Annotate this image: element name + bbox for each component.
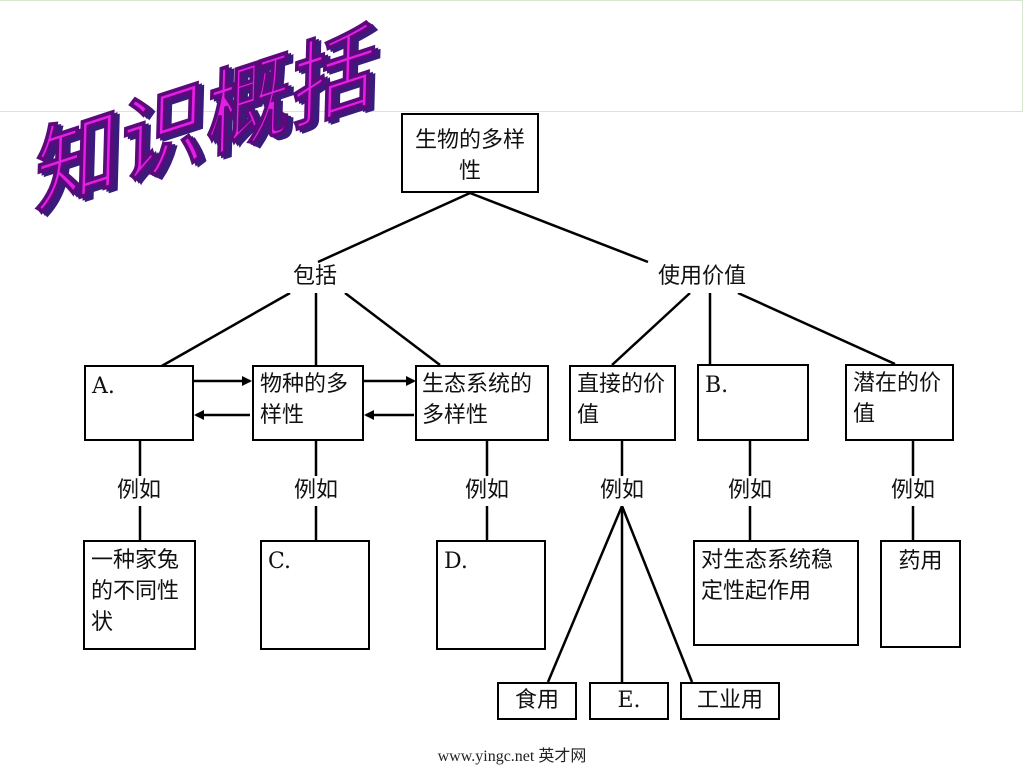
label-use-value: 使用价值 [636,263,768,293]
node-b: B. [697,364,809,441]
node-c: C. [260,540,370,650]
header-band [0,0,1023,112]
edge-usevalue-potential [737,291,896,366]
node-ecosystem-diversity: 生态系统的多样性 [415,365,549,441]
node-species-diversity: 物种的多样性 [252,365,364,441]
node-ecosystem-stability-text: 对生态系统稳定性起作用 [701,548,834,604]
node-d-text: D. [444,549,468,574]
edge-usevalue-direct [611,292,691,366]
edge-root-include [317,191,471,264]
edge-root-usevalue [469,191,649,264]
edge-eg4-industry [620,505,694,683]
node-direct-value-text: 直接的价值 [577,372,666,428]
node-biodiversity: 生物的多样性 [401,113,539,193]
node-ecosystem-diversity-text: 生态系统的多样性 [422,372,533,428]
label-example-4: 例如 [589,477,655,506]
node-food-text: 食用 [514,688,559,713]
node-b-text: B. [705,373,729,398]
label-example-6: 例如 [880,477,946,506]
node-industrial: 工业用 [680,682,780,720]
node-rabbit-traits: 一种家兔的不同性状 [83,540,196,650]
node-medicinal-text: 药用 [898,549,943,574]
edge-include-a [159,291,291,369]
edge-include-ecosystem [344,292,441,366]
label-include: 包括 [283,263,347,293]
node-a-text: A. [92,374,115,399]
node-species-diversity-text: 物种的多样性 [260,372,349,428]
node-potential-value-text: 潜在的价值 [853,371,942,427]
node-ecosystem-stability: 对生态系统稳定性起作用 [693,540,859,646]
label-example-5: 例如 [717,477,783,506]
node-rabbit-traits-text: 一种家兔的不同性状 [91,548,180,635]
node-potential-value: 潜在的价值 [845,364,954,441]
label-example-2: 例如 [283,477,349,506]
node-industrial-text: 工业用 [696,688,763,713]
node-e: E. [589,682,669,720]
edge-eg4-food [546,505,624,683]
node-direct-value: 直接的价值 [569,365,676,441]
node-food: 食用 [497,682,577,720]
node-biodiversity-text: 生物的多样性 [414,128,525,184]
label-example-1: 例如 [106,477,172,506]
node-e-text: E. [617,688,641,713]
node-c-text: C. [268,549,292,574]
node-a: A. [84,365,194,441]
node-d: D. [436,540,546,650]
label-example-3: 例如 [454,477,520,506]
footer-watermark: www.yingc.net 英才网 [437,748,587,765]
node-medicinal: 药用 [880,540,961,648]
